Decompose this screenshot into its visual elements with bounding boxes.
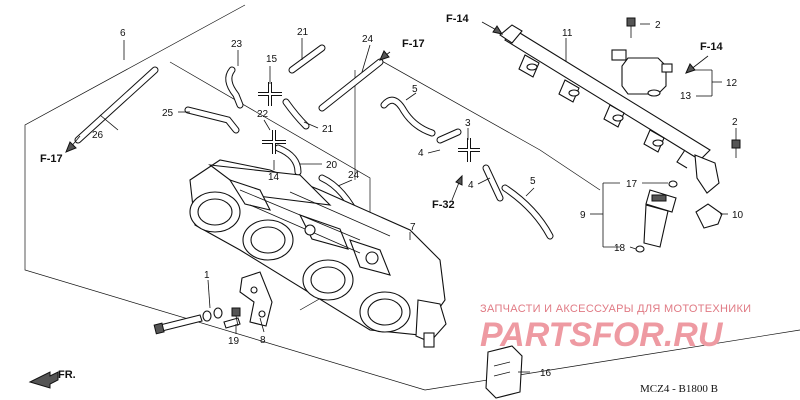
- diagram-code: MCZ4 - B1800 B: [640, 383, 718, 395]
- hose-5-top: [380, 96, 436, 137]
- arrow-f17-top: [379, 50, 391, 61]
- label-part-19: 19: [228, 336, 240, 347]
- label-part-8: 8: [260, 335, 266, 346]
- label-part-13: 13: [680, 91, 692, 102]
- watermark-logo: PARTSFOR.RU: [480, 316, 724, 354]
- hose-group-outline-right: [379, 59, 601, 191]
- hose-21-top: [288, 44, 326, 74]
- joint-3: [458, 138, 480, 162]
- label-part-24-top: 24: [362, 34, 374, 45]
- label-part-26: 26: [92, 130, 104, 141]
- bolt-19: [223, 307, 241, 329]
- label-part-6: 6: [120, 28, 126, 39]
- hose-24-top: [318, 58, 384, 112]
- ref-f17-left: F-17: [40, 153, 63, 165]
- label-part-9: 9: [580, 210, 586, 221]
- label-part-2-right: 2: [732, 117, 738, 128]
- label-part-1: 1: [204, 270, 210, 281]
- hose-4-bottom: [482, 164, 504, 202]
- label-part-16: 16: [540, 368, 552, 379]
- hose-20: [274, 144, 302, 176]
- label-part-22: 22: [257, 109, 269, 120]
- throttle-body: [189, 159, 447, 348]
- hose-4-top: [436, 128, 462, 144]
- hose-25: [184, 106, 240, 134]
- ref-f14-right: F-14: [700, 41, 724, 53]
- fuel-rail: [499, 24, 720, 194]
- label-part-17: 17: [626, 179, 638, 190]
- label-part-23: 23: [231, 39, 243, 50]
- joint-15: [258, 82, 282, 106]
- injector-clip: [695, 203, 723, 229]
- hose-26: [74, 66, 159, 144]
- label-part-20: 20: [326, 160, 338, 171]
- bolt-top: [626, 17, 636, 38]
- arrow-f14-top: [481, 21, 504, 35]
- ref-fr: FR.: [58, 369, 76, 381]
- label-part-10: 10: [732, 210, 744, 221]
- label-part-12: 12: [726, 78, 738, 89]
- label-part-4-top: 4: [418, 148, 424, 159]
- label-part-4-bottom: 4: [468, 180, 474, 191]
- arrow-f14-right: [685, 55, 709, 74]
- label-part-5-bottom: 5: [530, 176, 536, 187]
- hose-5-bottom: [501, 184, 554, 240]
- ref-f17-top: F-17: [402, 38, 425, 50]
- arrow-f17-left: [65, 135, 81, 153]
- label-part-2-top: 2: [655, 20, 661, 31]
- bracket-8: [239, 271, 273, 327]
- label-part-5-top: 5: [412, 84, 418, 95]
- ref-f14-top: F-14: [446, 13, 470, 25]
- watermark-tagline: ЗАПЧАСТИ И АКСЕССУАРЫ ДЛЯ МОТОТЕХНИКИ: [480, 303, 751, 315]
- cover-16: [485, 345, 523, 399]
- label-part-21-top: 21: [297, 27, 309, 38]
- label-part-3: 3: [465, 118, 471, 129]
- pressure-regulator: [611, 49, 673, 97]
- outer-group-outline: [24, 4, 800, 391]
- label-part-7: 7: [410, 222, 416, 233]
- bolt-right: [731, 139, 741, 158]
- arrow-f32: [451, 174, 463, 201]
- label-part-25: 25: [162, 108, 174, 119]
- screw-1: [153, 307, 223, 335]
- hose-23: [225, 66, 244, 109]
- label-part-14: 14: [268, 172, 280, 183]
- label-part-15: 15: [266, 54, 278, 65]
- label-part-11: 11: [562, 28, 573, 39]
- leader-lines: [99, 23, 737, 373]
- fuel-injector: [635, 180, 678, 253]
- label-part-18: 18: [614, 243, 626, 254]
- joint-14: [262, 130, 286, 154]
- hose-21-mid: [282, 98, 310, 130]
- label-part-21-mid: 21: [322, 124, 334, 135]
- label-part-24-bottom: 24: [348, 170, 360, 181]
- arrow-fr: [28, 371, 59, 389]
- ref-f32: F-32: [432, 199, 455, 211]
